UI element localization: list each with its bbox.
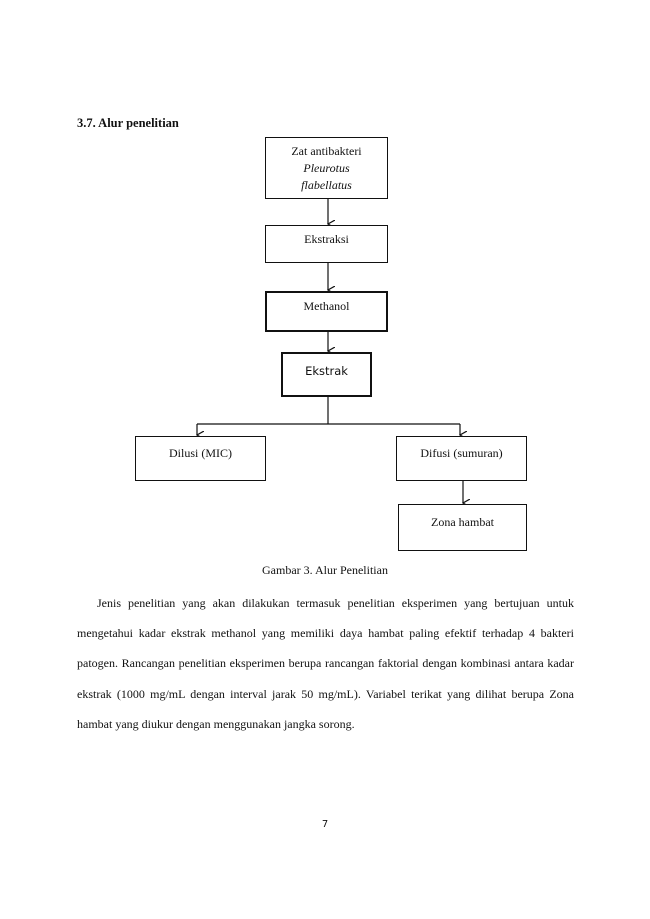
flow-box-zat-antibakteri: Zat antibakteri Pleurotus flabellatus <box>265 137 388 199</box>
zona-hambat-label: Zona hambat <box>431 515 494 529</box>
flow-box-difusi: Difusi (sumuran) <box>396 436 527 481</box>
zat-antibakteri-line3: flabellatus <box>301 178 352 192</box>
zat-antibakteri-line2: Pleurotus <box>303 161 350 175</box>
section-heading: 3.7. Alur penelitian <box>77 116 179 130</box>
flow-box-ekstraksi: Ekstraksi <box>265 225 388 263</box>
dilusi-label: Dilusi (MIC) <box>169 446 232 460</box>
ekstraksi-label: Ekstraksi <box>304 232 349 246</box>
zat-antibakteri-line1: Zat antibakteri <box>291 144 362 158</box>
flow-box-ekstrak: Ekstrak <box>281 352 372 397</box>
methanol-label: Methanol <box>303 299 350 313</box>
body-paragraph-text: Jenis penelitian yang akan dilakukan ter… <box>77 596 574 731</box>
body-paragraph: Jenis penelitian yang akan dilakukan ter… <box>77 588 574 739</box>
figure-caption: Gambar 3. Alur Penelitian <box>262 563 388 577</box>
page-number: 7 <box>321 819 329 830</box>
ekstrak-label: Ekstrak <box>305 364 348 378</box>
flow-box-methanol: Methanol <box>265 291 388 332</box>
flow-box-zona-hambat: Zona hambat <box>398 504 527 551</box>
difusi-label: Difusi (sumuran) <box>420 446 503 460</box>
flow-box-dilusi: Dilusi (MIC) <box>135 436 266 481</box>
